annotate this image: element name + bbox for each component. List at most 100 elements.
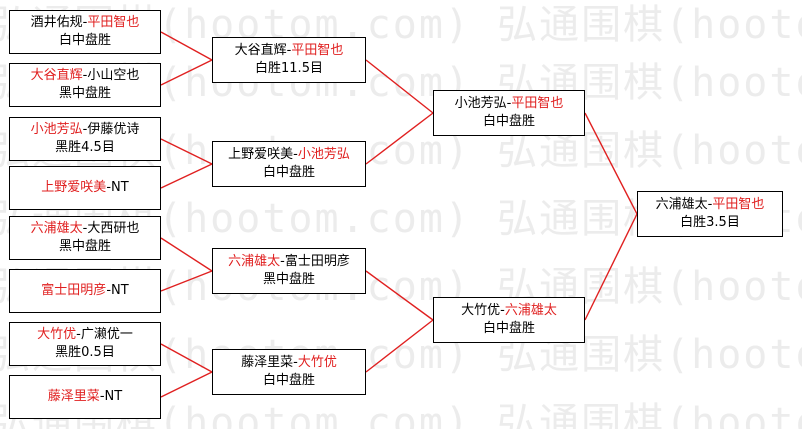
match-players: 藤泽里菜-NT (48, 388, 122, 406)
player-name: 大竹优 (37, 327, 77, 342)
match-box: 六浦雄太-大西研也黑中盘胜 (9, 216, 161, 260)
connector-line (365, 270, 434, 321)
player-name: 小池芳弘 (454, 96, 507, 111)
match-box: 大竹优-六浦雄太白中盘胜 (433, 297, 585, 343)
player-name: 广濑优一 (80, 327, 133, 342)
match-result: 黑中盘胜 (58, 239, 111, 254)
player-name: 酒井佑规 (30, 15, 83, 30)
match-box: 藤泽里菜-大竹优白中盘胜 (212, 349, 366, 395)
player-separator: - (293, 147, 298, 162)
match-players: 大竹优-六浦雄太 (461, 302, 557, 320)
match-result: 白中盘胜 (482, 321, 535, 336)
connector-line (160, 163, 213, 189)
player-name: 上野爱咲美 (41, 180, 107, 195)
match-players: 六浦雄太-大西研也 (31, 220, 140, 238)
player-name: 六浦雄太 (228, 254, 281, 269)
connector-line (160, 59, 213, 86)
player-separator: - (82, 221, 88, 236)
connector-line (584, 112, 638, 215)
match-players: 大竹优-广濑优一 (37, 326, 133, 344)
connector-line (160, 31, 213, 61)
player-name: 平田智也 (291, 43, 344, 58)
match-box: 六浦雄太-富士田明彦黑中盘胜 (212, 248, 366, 294)
match-box: 酒井佑规-平田智也白中盘胜 (9, 10, 161, 54)
player-name: 大谷直辉 (30, 68, 83, 83)
player-name: 六浦雄太 (655, 197, 708, 212)
match-players: 藤泽里菜-大竹优 (241, 354, 337, 372)
connector-line (365, 112, 434, 165)
match-box: 小池芳弘-伊藤优诗黑胜4.5目 (9, 117, 161, 161)
player-name: 藤泽里菜 (47, 389, 100, 404)
player-name: 上野爱咲美 (228, 147, 294, 162)
player-separator: - (82, 68, 88, 83)
match-box: 小池芳弘-平田智也白中盘胜 (433, 90, 585, 136)
connector-line (584, 213, 638, 321)
match-box: 上野爱咲美-NT (9, 166, 161, 210)
player-name: NT (111, 180, 129, 195)
player-name: 平田智也 (712, 197, 765, 212)
match-players: 六浦雄太-富士田明彦 (228, 253, 350, 271)
match-players: 酒井佑规-平田智也 (31, 14, 140, 32)
player-separator: - (500, 303, 505, 318)
player-name: 大西研也 (87, 221, 140, 236)
match-result: 黑胜0.5目 (55, 345, 115, 360)
match-result: 白中盘胜 (262, 165, 315, 180)
player-name: 平田智也 (511, 96, 564, 111)
match-box: 大竹优-广濑优一黑胜0.5目 (9, 322, 161, 366)
match-box: 藤泽里菜-NT (9, 375, 161, 419)
player-name: 藤泽里菜 (241, 355, 294, 370)
match-players: 大谷直辉-小山空也 (31, 67, 140, 85)
player-name: 平田智也 (87, 15, 140, 30)
player-separator: - (106, 283, 112, 298)
player-separator: - (82, 122, 88, 137)
player-separator: - (280, 254, 285, 269)
match-box: 大谷直辉-平田智也白胜11.5目 (212, 37, 366, 83)
match-players: 六浦雄太-平田智也 (656, 196, 765, 214)
player-separator: - (82, 15, 88, 30)
player-name: 大谷直辉 (234, 43, 287, 58)
match-box: 大谷直辉-小山空也黑中盘胜 (9, 63, 161, 107)
player-name: 伊藤优诗 (87, 122, 140, 137)
match-players: 上野爱咲美-小池芳弘 (228, 146, 350, 164)
connector-line (160, 343, 213, 373)
player-name: 小池芳弘 (297, 147, 350, 162)
match-result: 白中盘胜 (482, 114, 535, 129)
match-players: 小池芳弘-平田智也 (455, 95, 564, 113)
player-separator: - (286, 43, 292, 58)
match-result: 白中盘胜 (262, 373, 315, 388)
match-box: 六浦雄太-平田智也白胜3.5目 (637, 191, 783, 237)
match-result: 白胜11.5目 (255, 61, 323, 76)
player-name: NT (104, 389, 123, 404)
player-separator: - (76, 327, 81, 342)
player-name: 小山空也 (87, 68, 140, 83)
match-players: 富士田明彦-NT (41, 282, 128, 300)
match-result: 白中盘胜 (58, 33, 111, 48)
match-box: 上野爱咲美-小池芳弘白中盘胜 (212, 141, 366, 187)
player-name: 六浦雄太 (504, 303, 557, 318)
player-separator: - (506, 96, 512, 111)
player-name: 富士田明彦 (41, 283, 107, 298)
player-separator: - (106, 180, 112, 195)
player-name: 大竹优 (297, 355, 337, 370)
connector-line (160, 371, 213, 398)
connector-line (365, 319, 434, 373)
match-result: 黑胜4.5目 (55, 140, 115, 155)
player-name: NT (111, 283, 129, 298)
player-separator: - (707, 197, 713, 212)
connector-line (160, 270, 213, 292)
player-name: 六浦雄太 (30, 221, 83, 236)
match-result: 黑中盘胜 (262, 272, 315, 287)
connector-line (160, 237, 213, 272)
player-name: 大竹优 (461, 303, 501, 318)
match-players: 小池芳弘-伊藤优诗 (31, 121, 140, 139)
player-name: 富士田明彦 (284, 254, 350, 269)
match-result: 黑中盘胜 (58, 86, 111, 101)
match-players: 大谷直辉-平田智也 (235, 42, 344, 60)
player-name: 小池芳弘 (30, 122, 83, 137)
match-result: 白胜3.5目 (680, 215, 740, 230)
player-separator: - (293, 355, 298, 370)
connector-line (160, 138, 213, 165)
connector-line (365, 59, 434, 114)
